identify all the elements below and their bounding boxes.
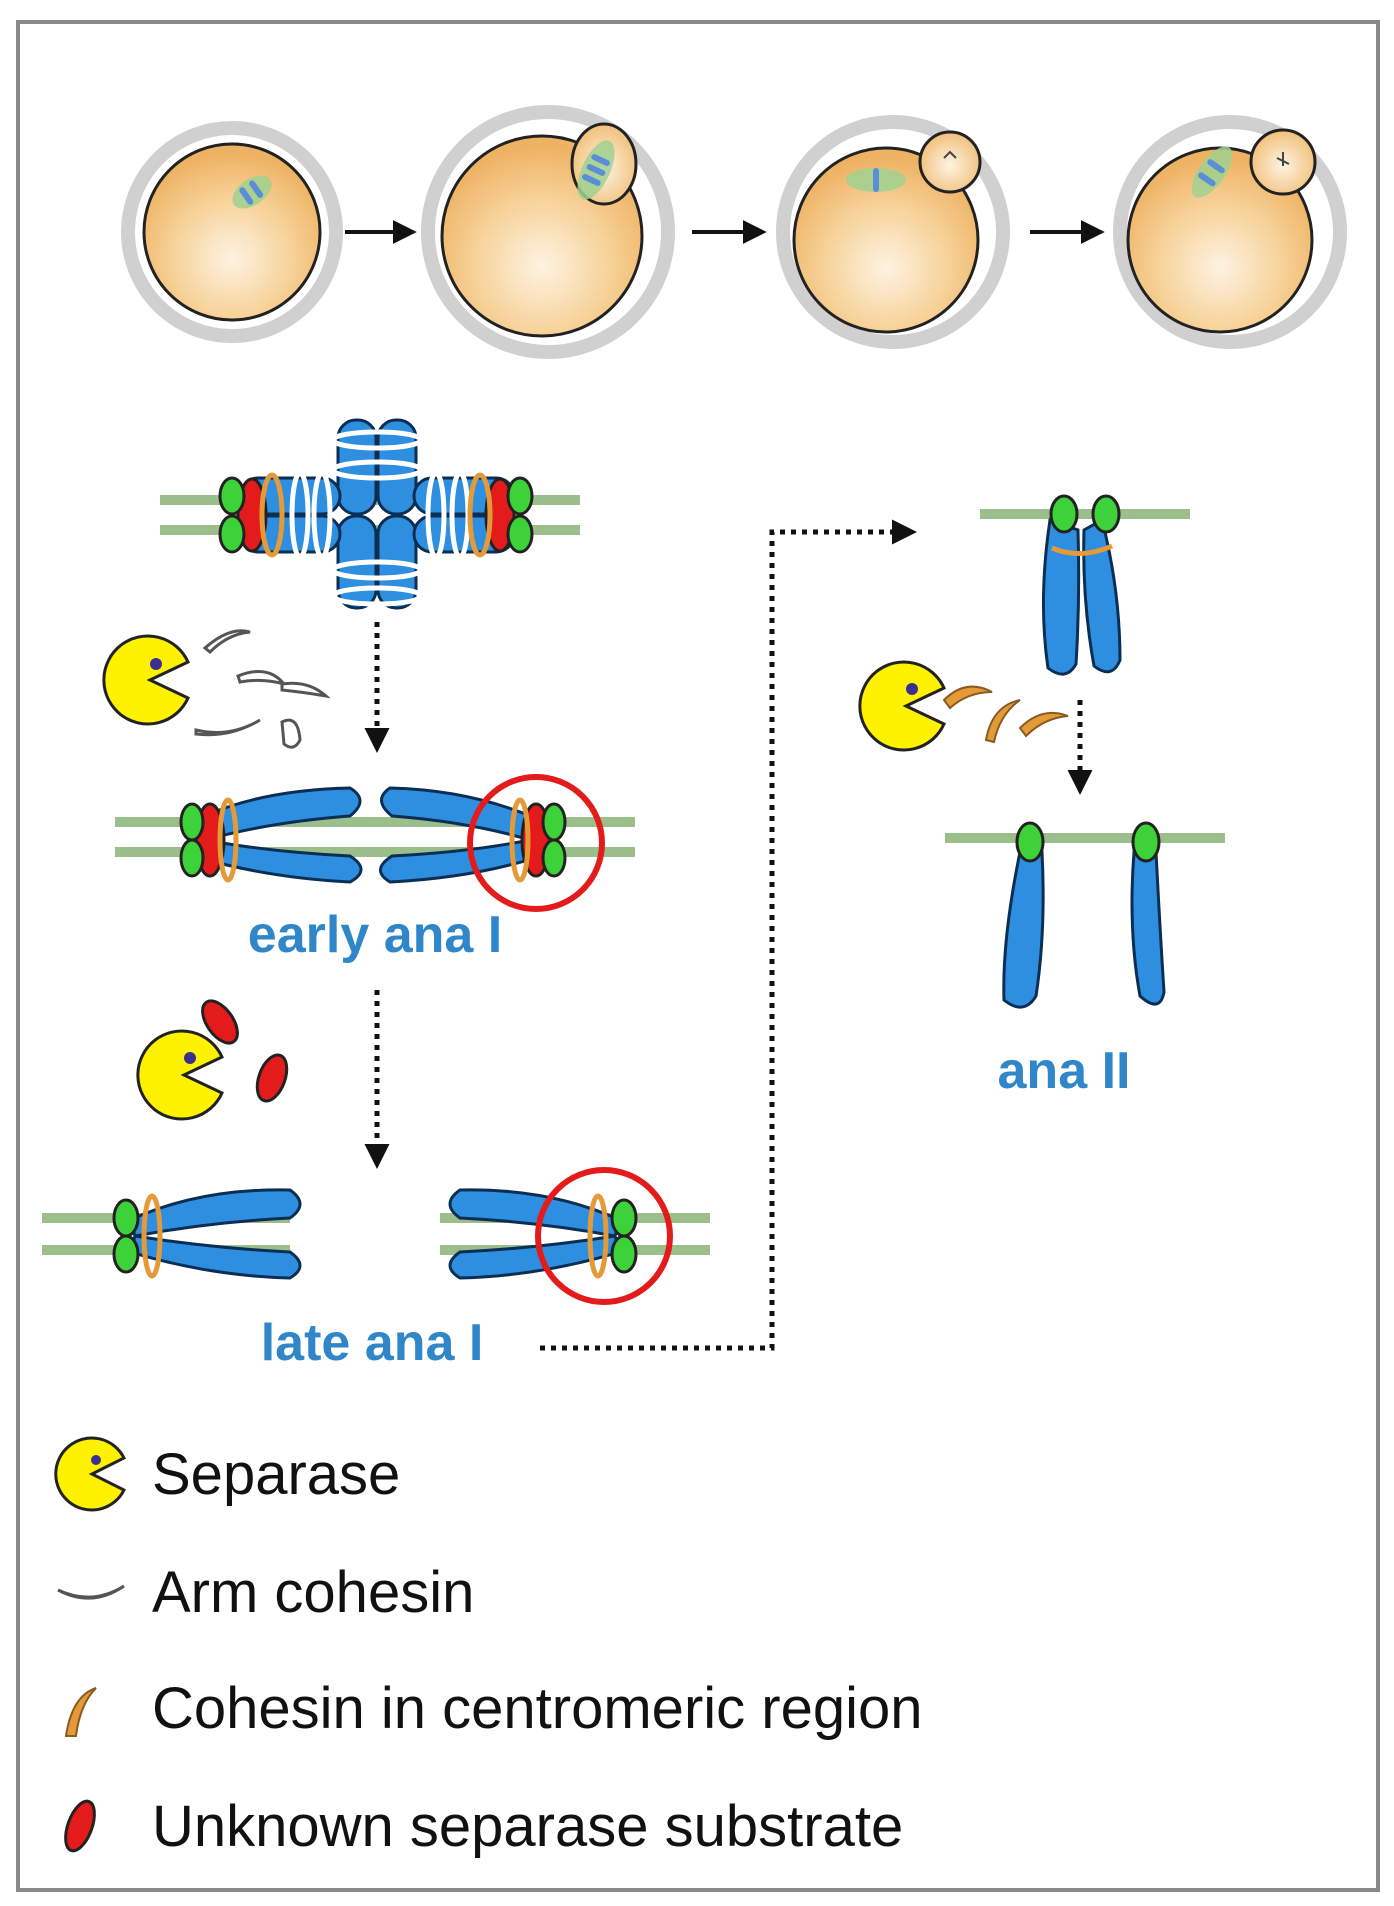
spindle-icon [1191,146,1233,198]
highlight-circle [467,774,605,912]
cell-stage-4 [1113,115,1347,349]
cell-stage-1 [121,121,343,343]
cell-stage-2 [421,105,675,359]
dotted-connector [540,519,917,1351]
separase-icon [136,1029,224,1121]
spindle-icon [232,175,272,209]
early-anaphase-I-chromosomes [115,774,635,912]
legend-item-separase: Separase [54,1436,400,1512]
bivalent-metaphase-I [160,418,580,610]
late-anaphase-I-chromosomes [42,1167,710,1305]
separase-icon [102,634,190,726]
legend-item-arm-cohesin: Arm cohesin [57,1560,474,1625]
arm-cohesin-icon [194,629,331,749]
legend-label: Arm cohesin [152,1560,474,1625]
separase-icon [54,1436,127,1512]
cell-sequence [121,105,1347,359]
stage-label-late-ana-I: late ana I [261,1314,484,1372]
legend-label: Cohesin in centromeric region [152,1676,922,1741]
separase-substrate-icon [64,1799,96,1853]
separase-substrate-cleavage [136,999,289,1121]
legend-item-centromeric-cohesin: Cohesin in centromeric region [64,1676,922,1741]
spindle-icon [577,140,615,200]
centromeric-cohesin-icon [942,685,1069,744]
legend-label: Separase [152,1442,400,1507]
metaphase-II-chromosome [980,494,1190,676]
separase-substrate-icon [201,999,289,1103]
stage-label-ana-II: ana II [998,1042,1131,1100]
separase-icon [858,660,946,752]
anaphase-II-chromatids [945,821,1225,1009]
centromeric-cohesin-icon [64,1687,97,1737]
stage-label-early-ana-I: early ana I [248,906,502,964]
cell-stage-3 [776,115,1010,349]
legend-label: Unknown separase substrate [152,1794,903,1859]
arm-cohesin-icon [57,1584,125,1600]
spindle-icon [846,168,906,192]
legend: Separase Arm cohesin Cohesin in centrome… [54,1436,922,1859]
legend-item-separase-substrate: Unknown separase substrate [64,1794,903,1859]
separase-centromeric-cleavage [858,660,1069,752]
highlight-circle [535,1167,673,1305]
separase-arm-cleavage [102,629,331,749]
